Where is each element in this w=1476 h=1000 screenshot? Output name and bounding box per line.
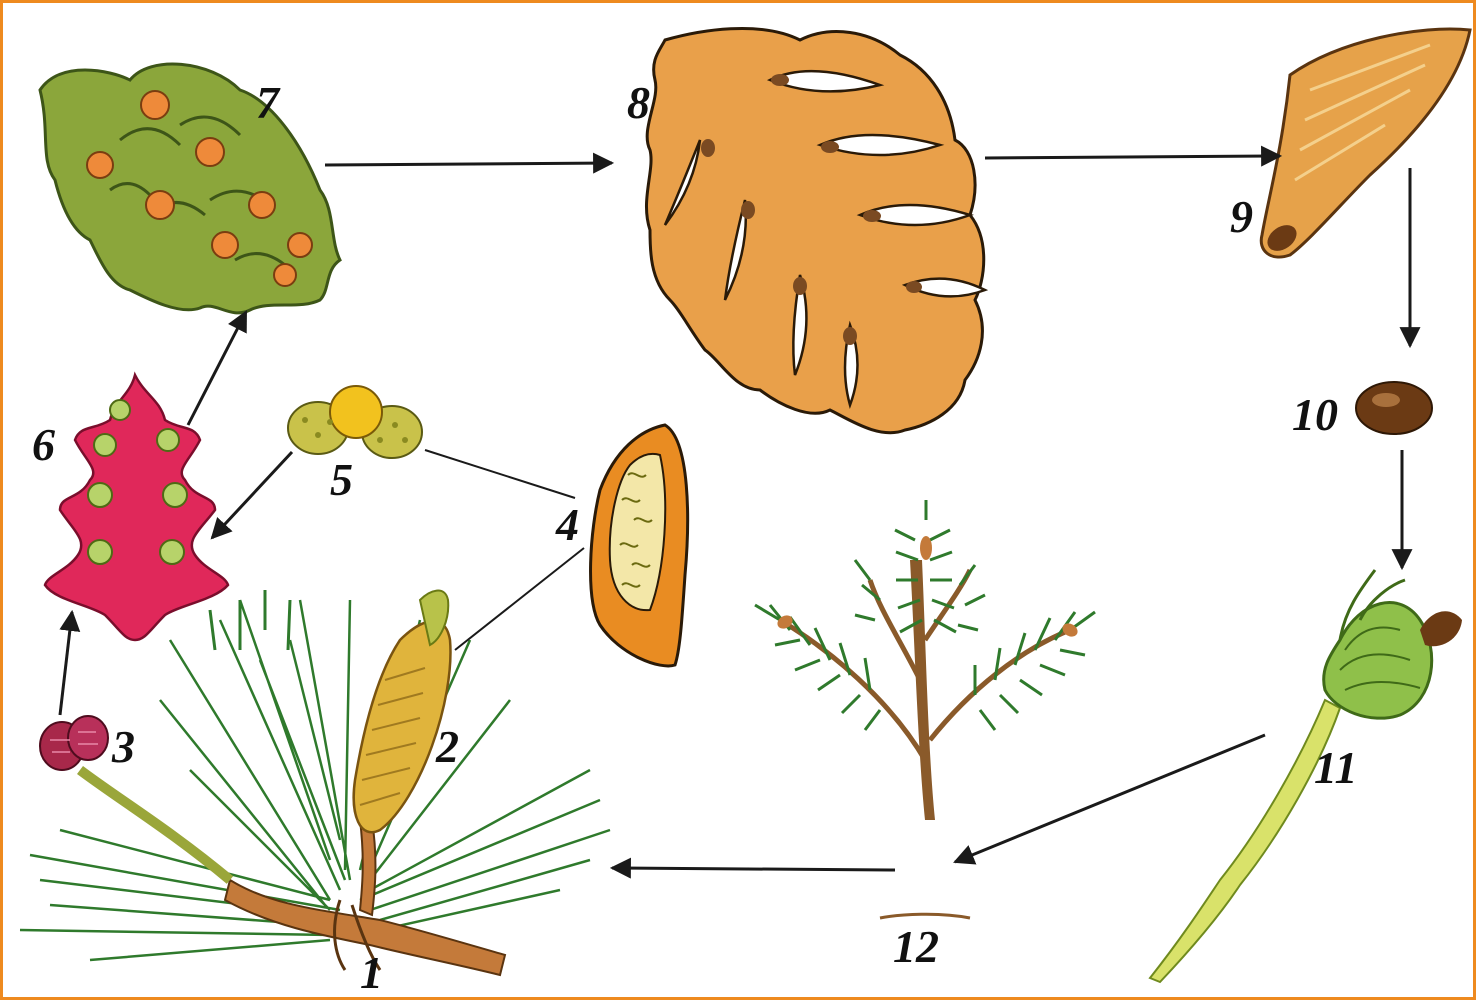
pine-branch-illustration (20, 590, 610, 975)
stage-label-2: 2 (435, 721, 459, 772)
stage-label-1: 1 (360, 947, 383, 998)
seed-illustration (1356, 382, 1432, 434)
arrow-12-to-1 (612, 868, 895, 870)
connector-5-to-4 (425, 450, 575, 498)
young-female-cone-illustration (40, 64, 340, 313)
arrow-6-to-7 (188, 312, 246, 425)
stage-label-12: 12 (893, 921, 939, 972)
stage-label-8: 8 (627, 77, 650, 128)
stage-label-7: 7 (256, 77, 281, 128)
stage-label-11: 11 (1314, 742, 1357, 793)
arrow-11-to-12 (955, 735, 1265, 862)
mature-cone-section-illustration (646, 28, 985, 432)
female-cone-scale-illustration (45, 375, 228, 640)
stage-label-3: 3 (111, 721, 135, 772)
pollen-sac-illustration (591, 425, 688, 666)
winged-seed-illustration (1261, 29, 1470, 257)
pollen-grain-illustration (288, 386, 422, 458)
stage-label-6: 6 (32, 419, 55, 470)
stage-label-4: 4 (555, 499, 579, 550)
pine-sapling-illustration (755, 500, 1095, 918)
arrow-5-to-6 (212, 452, 292, 538)
connector-4-to-2 (455, 548, 584, 650)
stage-label-5: 5 (330, 454, 353, 505)
stage-label-10: 10 (1292, 389, 1338, 440)
stage-label-9: 9 (1230, 191, 1253, 242)
arrow-8-to-9 (985, 156, 1280, 158)
seedling-illustration (1150, 570, 1462, 982)
arrow-7-to-8 (325, 163, 612, 165)
arrow-3-to-6 (60, 612, 72, 715)
